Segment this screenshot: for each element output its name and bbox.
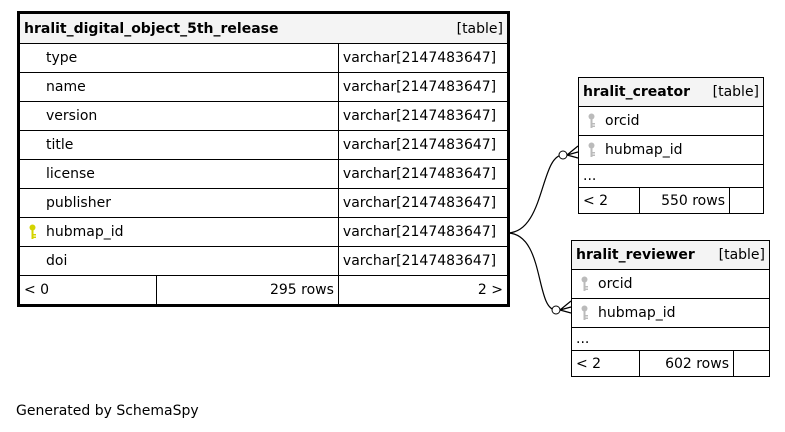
children-count[interactable]: 2 > <box>337 275 509 305</box>
column-row[interactable]: license varchar[2147483647] <box>19 159 509 189</box>
column-name-label: name <box>46 79 86 95</box>
column-type: varchar[2147483647] <box>337 217 509 247</box>
more-columns-ellipsis: ... <box>570 327 771 351</box>
parents-count[interactable]: < 2 <box>578 187 640 214</box>
column-name-label: version <box>46 108 98 124</box>
column-name-label: doi <box>46 253 68 269</box>
column-row[interactable]: hubmap_id varchar[2147483647] <box>19 217 509 247</box>
table-footer: < 0 295 rows 2 > <box>19 275 509 305</box>
generated-by-label: Generated by SchemaSpy <box>16 403 199 419</box>
column-name-label: hubmap_id <box>605 142 683 158</box>
column-type: varchar[2147483647] <box>337 188 509 218</box>
column-name-label: orcid <box>605 113 640 129</box>
foreign-key-icon <box>588 142 595 157</box>
column-row[interactable]: orcid <box>577 106 765 136</box>
column-name[interactable]: name <box>19 72 339 102</box>
edge-reviewer-crowfoot <box>559 300 572 314</box>
table-header: hralit_digital_object_5th_release [table… <box>19 13 508 44</box>
column-row[interactable]: hubmap_id <box>577 135 765 165</box>
column-row[interactable]: version varchar[2147483647] <box>19 101 509 131</box>
column-name[interactable]: doi <box>19 246 339 276</box>
table-tag: [table] <box>712 84 760 100</box>
column-name[interactable]: hubmap_id <box>577 135 765 165</box>
column-name[interactable]: publisher <box>19 188 339 218</box>
edge-creator-endpoint-circle <box>558 150 568 160</box>
foreign-key-icon <box>588 113 595 128</box>
table-tag: [table] <box>456 20 503 37</box>
table-hralit-reviewer[interactable]: hralit_reviewer [table] orcid hubmap_id .… <box>570 240 771 377</box>
column-name[interactable]: type <box>19 43 339 73</box>
column-row[interactable]: publisher varchar[2147483647] <box>19 188 509 218</box>
table-hralit-digital-object[interactable]: hralit_digital_object_5th_release [table… <box>17 11 510 307</box>
table-tag: [table] <box>718 247 766 263</box>
column-name[interactable]: orcid <box>570 269 771 299</box>
table-footer: < 2 550 rows <box>578 187 765 214</box>
column-name-label: license <box>46 166 95 182</box>
column-type: varchar[2147483647] <box>337 101 509 131</box>
column-name[interactable]: title <box>19 130 339 160</box>
column-name-label: hubmap_id <box>598 305 676 321</box>
table-title: hralit_creator <box>583 84 690 100</box>
table-title: hralit_digital_object_5th_release <box>24 20 279 37</box>
column-name-label: title <box>46 137 74 153</box>
column-name[interactable]: orcid <box>577 106 765 136</box>
primary-key-icon <box>29 224 36 239</box>
column-row[interactable]: doi varchar[2147483647] <box>19 246 509 276</box>
edge-creator-crowfoot <box>566 145 579 159</box>
column-type: varchar[2147483647] <box>337 72 509 102</box>
edge-reviewer <box>506 232 557 311</box>
column-row[interactable]: hubmap_id <box>570 298 771 328</box>
column-name-label: publisher <box>46 195 111 211</box>
children-count <box>732 350 771 377</box>
table-title: hralit_reviewer <box>576 247 695 263</box>
table-header: hralit_creator [table] <box>577 77 765 107</box>
table-hralit-creator[interactable]: hralit_creator [table] orcid hubmap_id ..… <box>577 77 765 214</box>
column-name-label: orcid <box>598 276 633 292</box>
table-header: hralit_reviewer [table] <box>570 240 771 270</box>
column-name[interactable]: hubmap_id <box>19 217 339 247</box>
row-count: 550 rows <box>639 187 730 214</box>
row-count: 602 rows <box>639 350 734 377</box>
column-row[interactable]: type varchar[2147483647] <box>19 43 509 73</box>
edge-creator <box>506 154 564 234</box>
column-name-label: type <box>46 50 78 66</box>
column-name[interactable]: hubmap_id <box>570 298 771 328</box>
column-row[interactable]: orcid <box>570 269 771 299</box>
foreign-key-icon <box>581 276 588 291</box>
children-count <box>728 187 765 214</box>
column-type: varchar[2147483647] <box>337 246 509 276</box>
column-name[interactable]: version <box>19 101 339 131</box>
foreign-key-icon <box>581 305 588 320</box>
row-count: 295 rows <box>155 275 339 305</box>
column-type: varchar[2147483647] <box>337 130 509 160</box>
column-type: varchar[2147483647] <box>337 43 509 73</box>
more-columns-ellipsis: ... <box>577 164 765 188</box>
column-name-label: hubmap_id <box>46 224 124 240</box>
column-row[interactable]: name varchar[2147483647] <box>19 72 509 102</box>
parents-count[interactable]: < 0 <box>19 275 157 305</box>
table-footer: < 2 602 rows <box>571 350 771 377</box>
column-row[interactable]: title varchar[2147483647] <box>19 130 509 160</box>
column-type: varchar[2147483647] <box>337 159 509 189</box>
parents-count[interactable]: < 2 <box>571 350 640 377</box>
edge-reviewer-endpoint-circle <box>551 305 561 315</box>
column-name[interactable]: license <box>19 159 339 189</box>
